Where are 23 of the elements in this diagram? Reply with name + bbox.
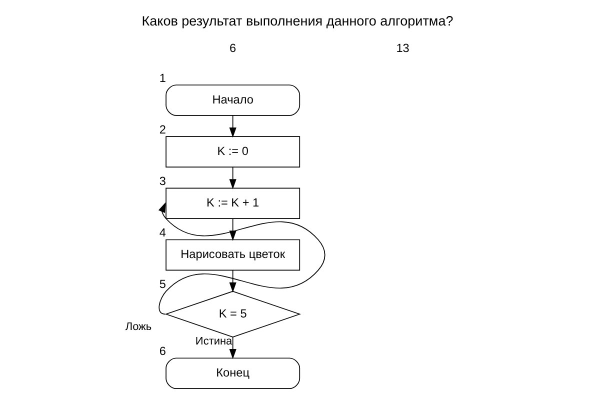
arrow (158, 202, 325, 315)
node-box: Конец (165, 358, 300, 389)
arrow (228, 218, 236, 241)
label: 13 (396, 40, 409, 55)
arrow (228, 336, 236, 360)
edge-label: Истина (194, 335, 232, 348)
node-box: Начало (165, 84, 300, 116)
arrow (228, 115, 236, 138)
edge-label: Ложь (124, 320, 152, 333)
node-label: 1 (158, 70, 166, 85)
node-box: K := K + 1 (165, 188, 300, 220)
node-label: 3 (158, 174, 166, 188)
label: 6 (229, 40, 236, 55)
diagram-title: Каков результат выполнения данного алгоритма? (141, 14, 453, 29)
arrow (228, 270, 236, 292)
node-label: 6 (158, 344, 166, 358)
node-label: 5 (158, 277, 166, 292)
node-box: Нарисовать цветок (165, 239, 300, 271)
node-label: 2 (158, 122, 166, 136)
node-diamond: K = 5 (164, 290, 300, 338)
node-label: 4 (158, 226, 166, 240)
node-box: K := 0 (165, 136, 300, 168)
arrow (228, 166, 236, 190)
